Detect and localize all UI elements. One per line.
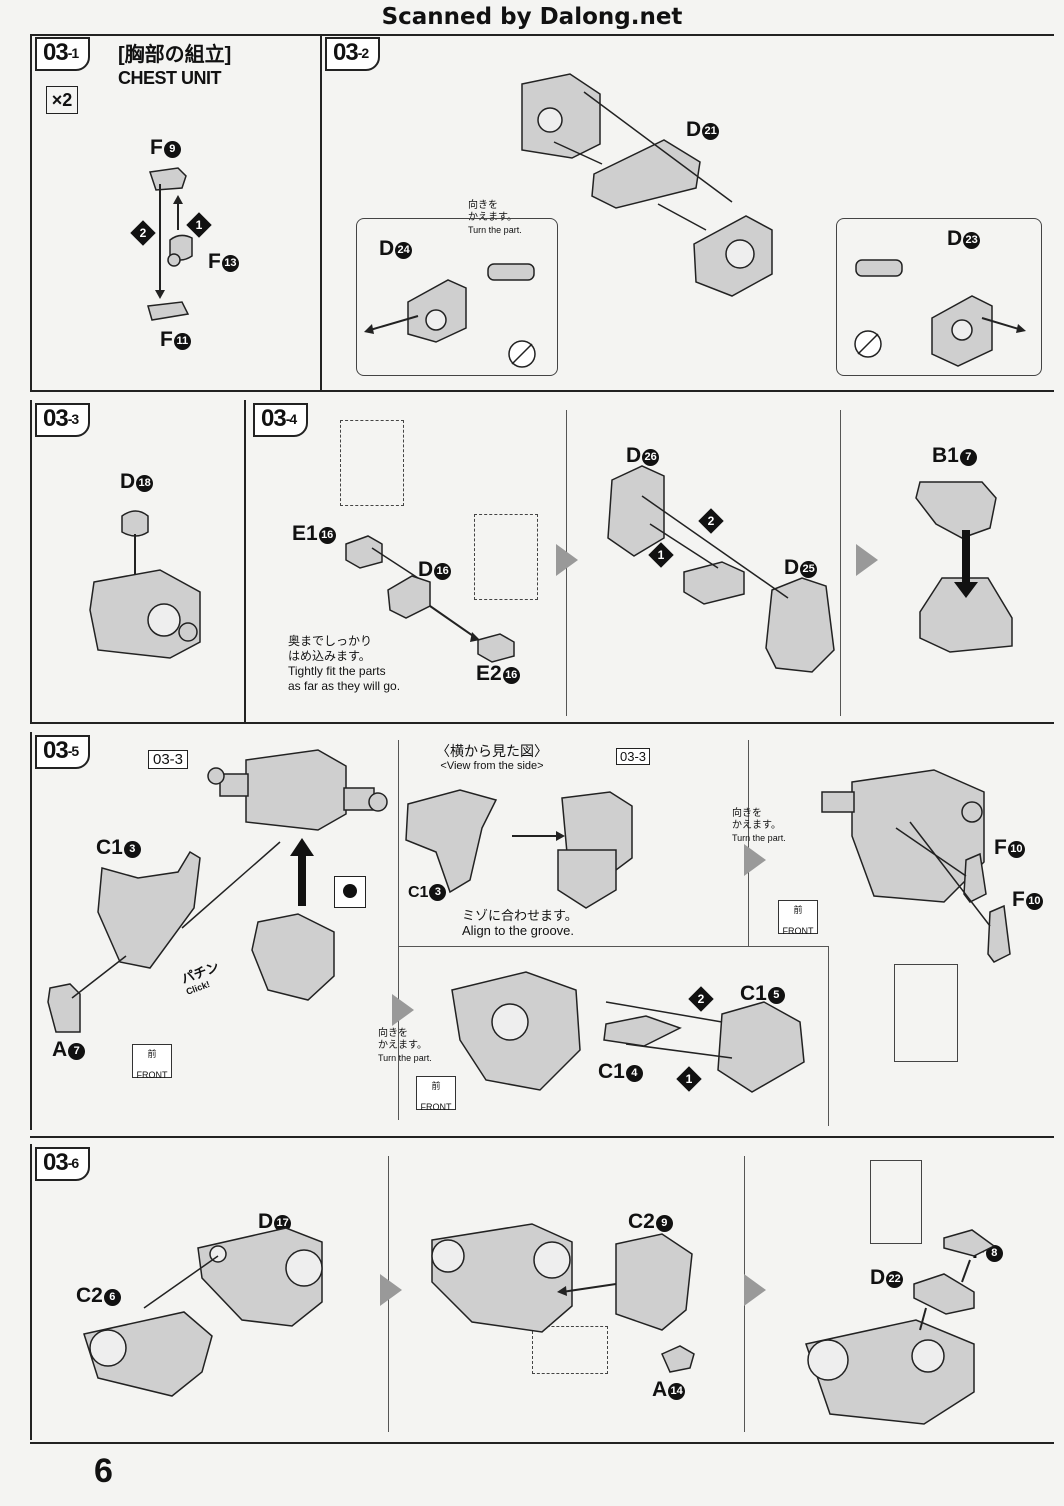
scan-watermark: Scanned by Dalong.net <box>381 4 683 30</box>
row-divider <box>30 722 1054 724</box>
turn-part-note: 向きを かえます。Turn the part. <box>378 1028 432 1063</box>
detail-box-f10 <box>894 964 958 1062</box>
substep-divider <box>398 946 828 947</box>
panel-divider <box>244 400 246 722</box>
quantity-icon: ×2 <box>46 86 78 114</box>
arrow-right-icon <box>392 994 414 1026</box>
header-rule <box>30 34 1054 36</box>
substep-divider <box>398 740 399 1120</box>
arrow-right-icon <box>380 1274 402 1306</box>
step-title-jp: [胸部の組立] <box>118 44 232 66</box>
ref-step-tag: 03-3 <box>148 750 189 769</box>
step-03-6-panel: 03-6 D17 C26 C29 A14 F8 D22 <box>30 1144 1054 1440</box>
detail-box-e2 <box>474 514 538 600</box>
row-divider <box>30 1136 1054 1138</box>
chest-frame-drawing <box>345 465 1013 673</box>
arrow-right-icon <box>744 1274 766 1306</box>
step-tag: 03-2 <box>325 37 381 71</box>
turn-part-note: 向きを かえます。Turn the part. <box>468 200 522 235</box>
turn-part-note: 向きを かえます。Turn the part. <box>732 808 786 843</box>
arrow-right-icon <box>856 544 878 576</box>
arrow-right-icon <box>744 844 766 876</box>
detail-box-f8 <box>870 1160 922 1244</box>
detail-box-a14 <box>532 1326 608 1374</box>
chest-armor-drawing <box>47 749 1011 1093</box>
step-title-en: CHEST UNIT <box>118 68 222 88</box>
step-tag: 03-4 <box>253 403 309 437</box>
step-tag: 03-6 <box>35 1147 91 1181</box>
chest-core-drawing <box>89 510 201 659</box>
step-tag: 03-1 <box>35 37 91 71</box>
substep-divider <box>840 410 841 716</box>
substep-divider <box>828 946 829 1126</box>
shoulder-joint-drawing <box>83 1223 996 1425</box>
chest-unit-drawing <box>147 167 193 321</box>
row-divider <box>30 390 1054 392</box>
step-tag: 03-5 <box>35 735 91 769</box>
arrow-right-icon <box>556 544 578 576</box>
substep-divider <box>748 740 749 946</box>
tight-fit-note: 奥までしっかり はめ込みます。Tightly fit the parts as … <box>288 634 401 693</box>
page-number: 6 <box>94 1452 113 1490</box>
panel-divider <box>320 34 322 390</box>
align-groove-note: ミゾに合わせます。Align to the groove. <box>462 908 578 938</box>
ref-step-tag: 03-3 <box>616 748 651 765</box>
dot-marker-icon <box>334 876 366 908</box>
detail-box-e1 <box>340 420 404 506</box>
side-view-note: 〈横から見た図〉<View from the side> <box>436 743 548 773</box>
chest-subassembly-drawing <box>364 73 1026 368</box>
step-tag: 03-3 <box>35 403 91 437</box>
footer-rule <box>30 1442 1054 1444</box>
